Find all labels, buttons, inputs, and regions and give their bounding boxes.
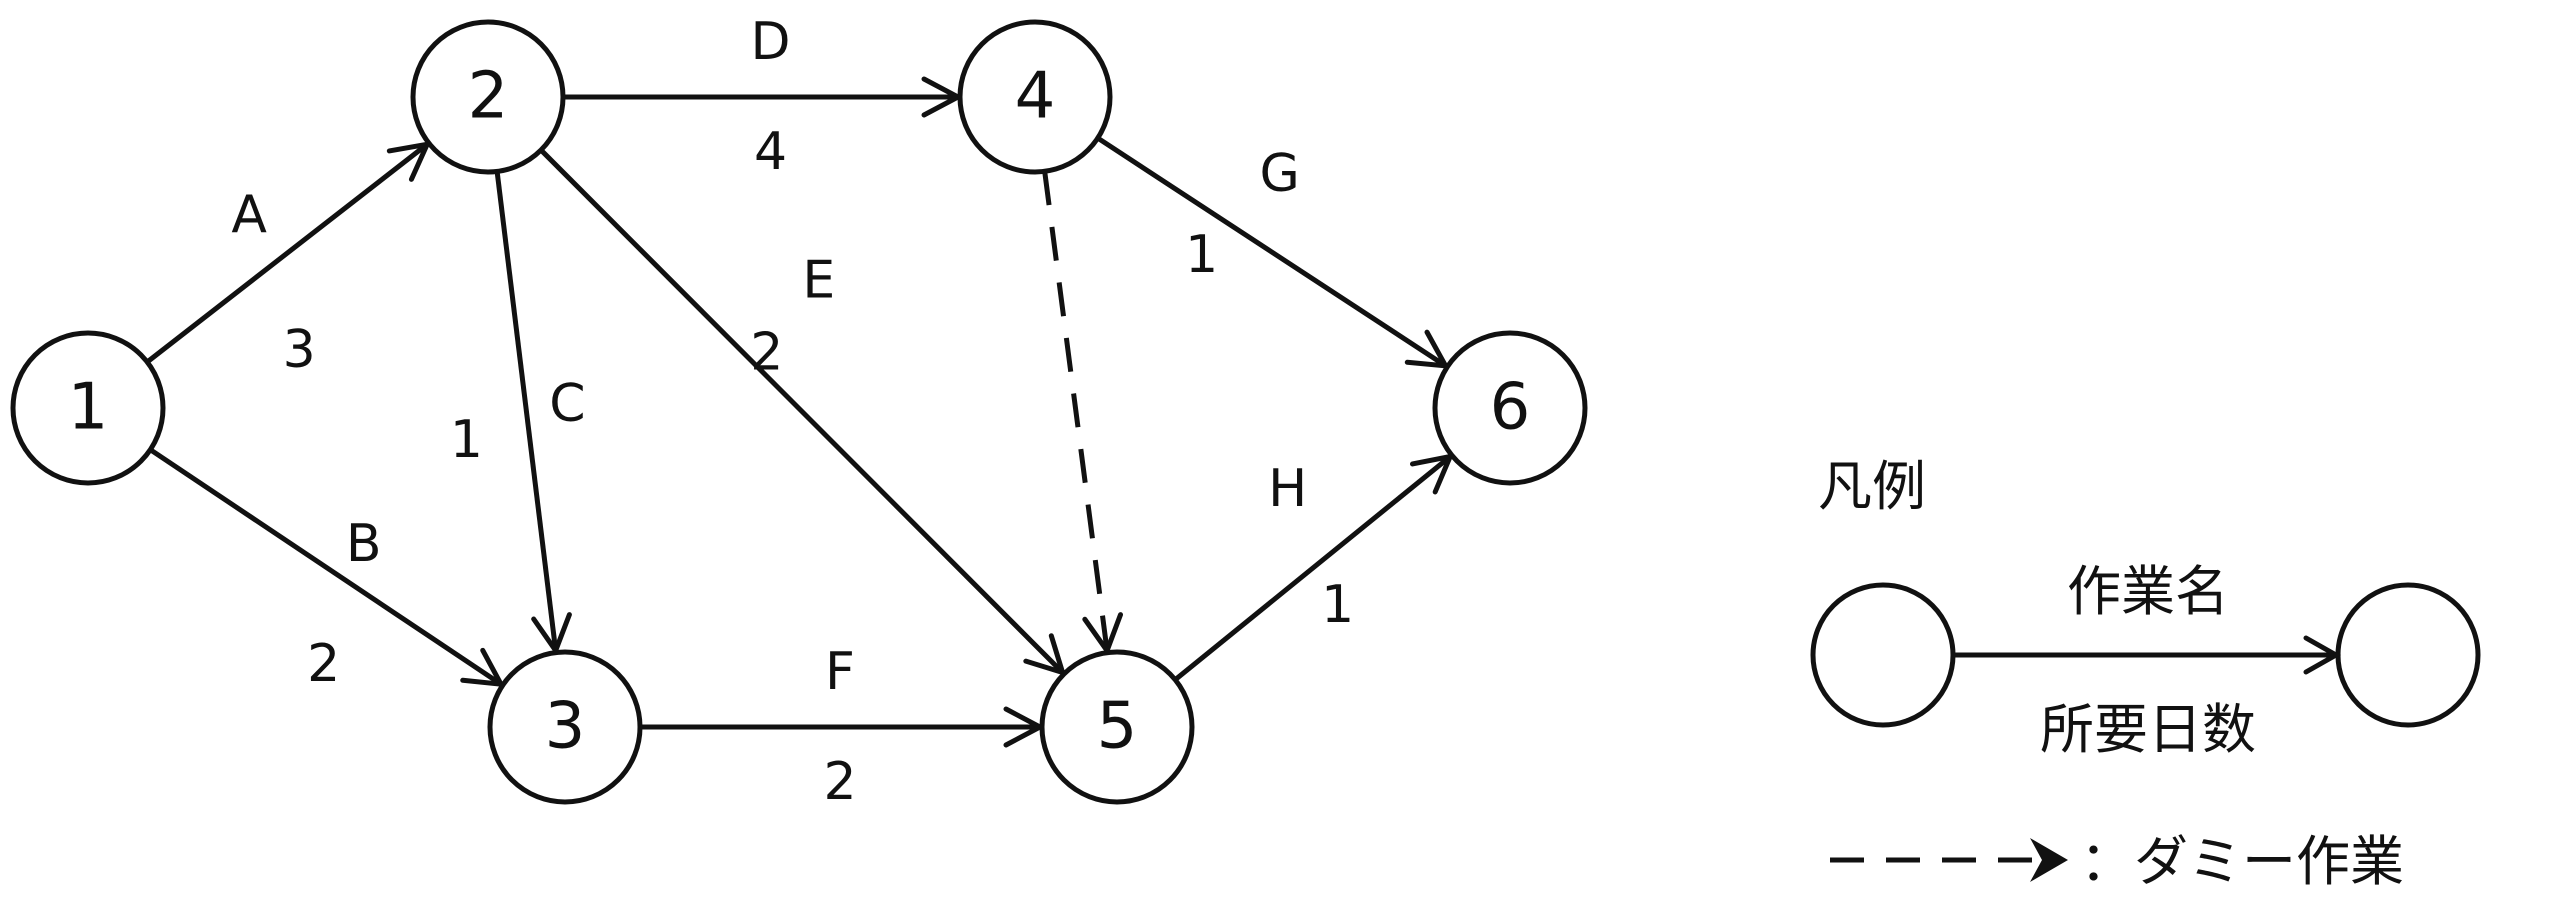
node-label-2: 2 [468,60,509,134]
node-label-5: 5 [1097,690,1138,764]
node-label-4: 4 [1015,60,1056,134]
legend: 凡例 作業名 所要日数 ：ダミー作業 [1810,455,2481,893]
node-5 [1039,649,1195,805]
edge-days-B: 2 [307,634,340,694]
node-label-6: 6 [1490,371,1531,445]
legend-duration: 所要日数 [2040,698,2256,761]
edge-name-C: C [549,374,585,434]
legend-start-node [1810,582,1956,728]
nodes-layer: 1 2 3 4 5 6 [10,19,1588,805]
edge-name-G: G [1260,144,1300,204]
node-4 [957,19,1113,175]
edge-2-5-line [539,148,1065,675]
edge-days-C: 1 [450,410,483,470]
legend-arrow-head [2303,635,2342,675]
legend-title: 凡例 [1818,455,1926,518]
edge-name-E: E [802,250,835,310]
edge-2-3-line [494,171,559,651]
edge-5-6-line [1173,454,1452,682]
edge-4-6-line [1096,135,1447,368]
edge-name-H: H [1268,459,1307,519]
node-2 [410,19,566,175]
node-3 [487,649,643,805]
legend-task-name: 作業名 [2067,560,2229,623]
node-label-3: 3 [545,690,586,764]
edge-1-3-line [148,447,503,687]
legend-dummy-arrow-head [2030,838,2068,882]
edge-days-D: 4 [754,122,787,182]
edge-name-A: A [231,185,267,245]
edges-layer [145,76,1455,748]
edge-days-F: 2 [823,752,856,812]
node-6 [1432,330,1588,486]
edge-1-2-line [145,142,429,364]
edge-name-D: D [750,12,790,72]
node-label-1: 1 [68,371,109,445]
legend-dummy-label: ：ダミー作業 [2080,830,2404,893]
edge-4-5-line [1042,171,1110,651]
node-1 [10,330,166,486]
legend-end-node [2335,582,2481,728]
edge-days-E: 2 [750,322,783,382]
edge-days-G: 1 [1185,225,1218,285]
edge-name-B: B [346,514,382,574]
edge-name-F: F [825,642,855,702]
edge-days-A: 3 [283,320,316,380]
edge-days-H: 1 [1321,575,1354,635]
